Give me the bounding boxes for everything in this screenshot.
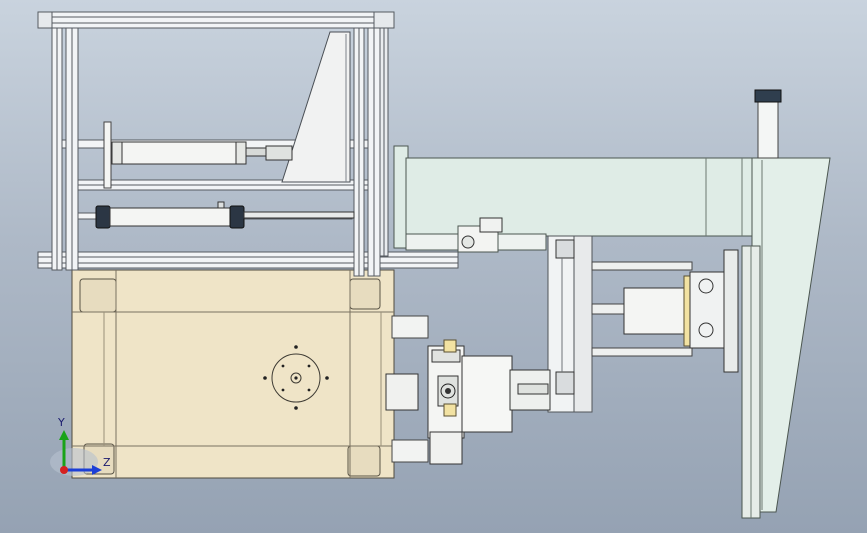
axis-triad: Y Z [50, 416, 111, 476]
top-post [754, 89, 782, 159]
axis-origin [60, 466, 68, 474]
corner-pocket [349, 278, 381, 310]
vertical-profile [547, 235, 593, 413]
base-plate [71, 269, 395, 479]
lower-cylinder [95, 201, 355, 229]
side-cylinder [591, 249, 739, 373]
right-guard-plate [741, 157, 831, 519]
corner-pocket [79, 278, 117, 313]
bolt-circle [263, 345, 329, 410]
motor-assembly [385, 315, 551, 465]
corner-pocket [347, 445, 381, 477]
upper-cylinder [103, 121, 293, 189]
z-axis-label: Z [103, 456, 111, 469]
gusset-plate [281, 31, 351, 183]
y-axis-label: Y [57, 416, 65, 429]
